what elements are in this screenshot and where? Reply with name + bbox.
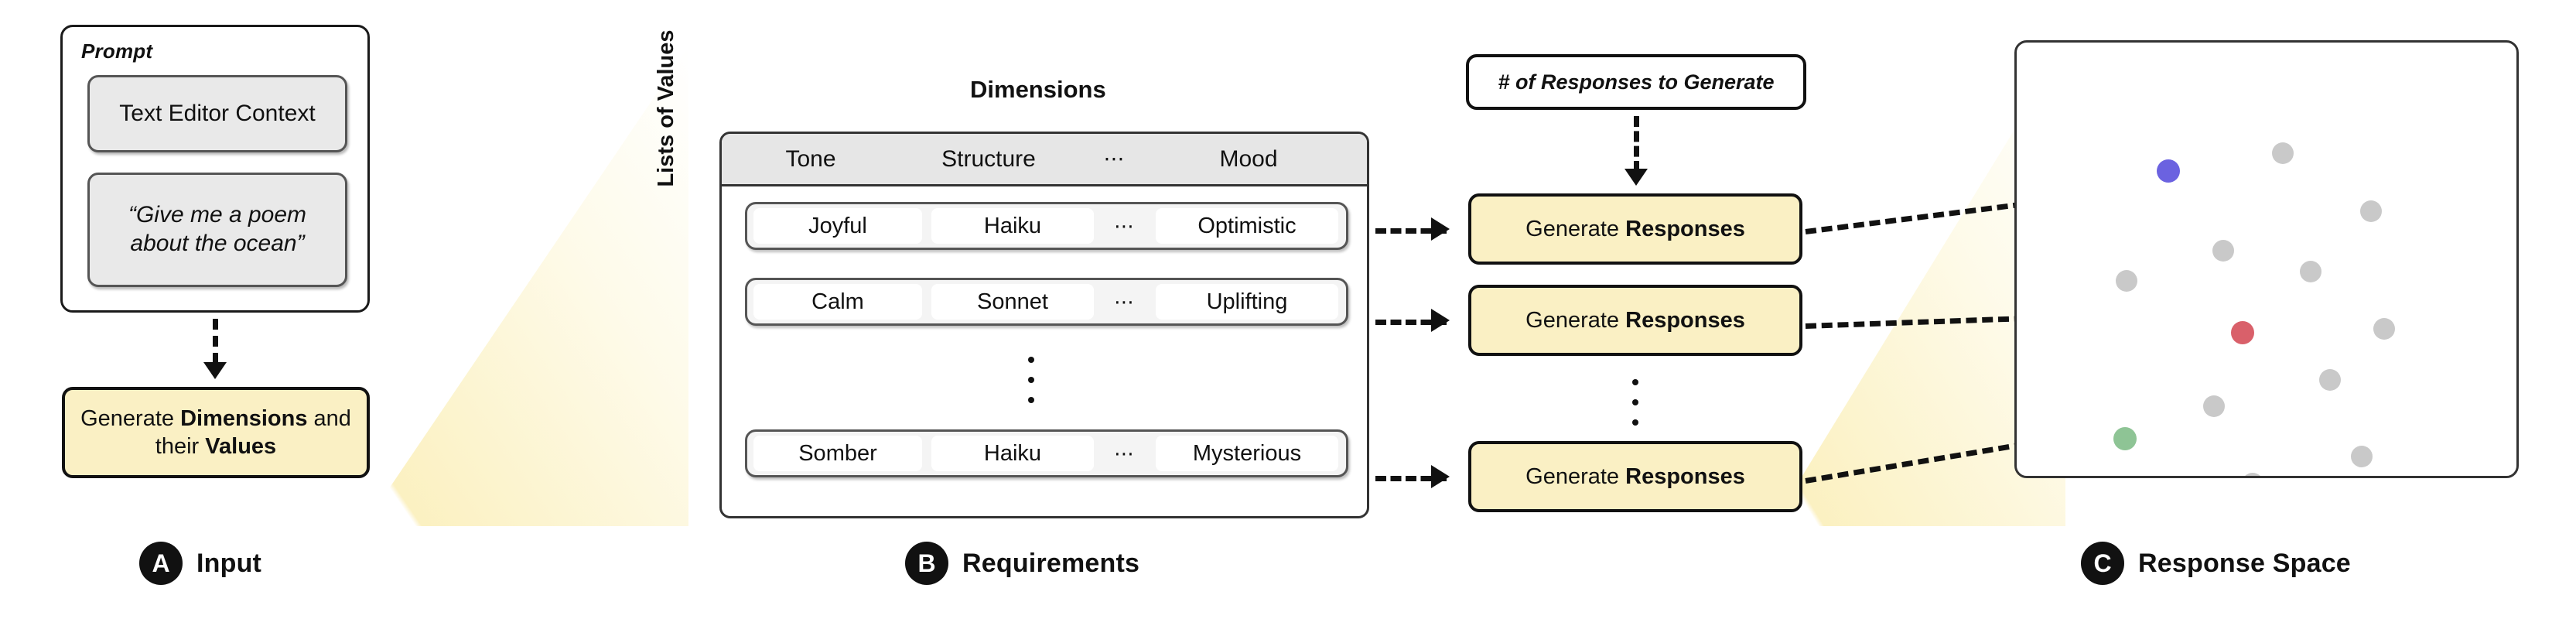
arrow-prompt-to-generate-head [203,362,227,379]
gr-bold: Responses [1625,216,1745,241]
table-vertical-ellipsis [1028,357,1034,403]
cell-mood: Uplifting [1156,284,1338,320]
section-input: Prompt Text Editor Context “Give me a po… [0,0,402,619]
gd-prefix: Generate [80,405,181,431]
lists-of-values-axis-label: Lists of Values [654,29,678,187]
response-dot[interactable] [2319,369,2341,391]
response-space-plot[interactable] [2014,40,2519,478]
cell-mood: Mysterious [1156,436,1338,471]
arrow-prompt-to-generate-line [213,319,218,364]
generate-responses-button[interactable]: Generate Responses [1468,441,1802,512]
response-dot-highlighted[interactable] [2113,427,2137,450]
prompt-card: Prompt Text Editor Context “Give me a po… [60,25,370,313]
arrow-numresp-to-gen-head [1625,169,1648,186]
response-dot[interactable] [2351,446,2373,467]
section-badge-c: C [2081,542,2124,585]
cell-ellipsis: ⋯ [1114,289,1136,313]
user-query-chip[interactable]: “Give me a poem about the ocean” [87,173,347,287]
gd-bold-dimensions: Dimensions [180,405,308,431]
generate-responses-label: Generate Responses [1525,215,1745,243]
yellow-fan-a [364,46,688,526]
section-badge-a: A [139,542,183,585]
section-label-a: A Input [139,542,261,585]
gr-bold: Responses [1625,463,1745,489]
column-header-structure: Structure [941,145,1036,172]
dimensions-title: Dimensions [970,76,1106,103]
cell-tone: Calm [753,284,922,320]
response-dot[interactable] [2212,240,2234,262]
cell-ellipsis: ⋯ [1114,214,1136,238]
num-responses-to-generate-field[interactable]: # of Responses to Generate [1466,54,1806,110]
table-row[interactable]: Calm Sonnet ⋯ Uplifting [745,278,1348,326]
cell-ellipsis: ⋯ [1114,441,1136,465]
user-query-label: “Give me a poem about the ocean” [128,202,307,256]
cell-structure: Sonnet [931,284,1094,320]
num-responses-label: # of Responses to Generate [1498,70,1775,94]
column-header-tone: Tone [785,145,836,172]
arrow-row0-to-gen0-line [1375,228,1447,234]
response-dot[interactable] [2242,473,2263,476]
text-editor-context-chip[interactable]: Text Editor Context [87,75,347,152]
table-row[interactable]: Joyful Haiku ⋯ Optimistic [745,202,1348,250]
column-header-ellipsis: ⋯ [1103,147,1126,170]
cell-structure: Haiku [931,436,1094,471]
cell-tone: Joyful [753,208,922,244]
generate-responses-vertical-ellipsis [1632,379,1638,426]
response-dot[interactable] [2360,200,2382,222]
arrow-row0-to-gen0-head [1431,217,1450,241]
response-dot[interactable] [2272,142,2294,164]
generate-responses-label: Generate Responses [1525,306,1745,334]
section-title-a: Input [196,548,262,578]
response-dot[interactable] [2300,261,2321,282]
gd-bold-values: Values [205,434,277,459]
arrow-row1-to-gen1-line [1375,320,1447,325]
generate-responses-button[interactable]: Generate Responses [1468,285,1802,356]
arrow-row2-to-gen2-line [1375,476,1447,481]
column-header-mood: Mood [1219,145,1278,172]
gr-bold: Responses [1625,307,1745,333]
cell-mood: Optimistic [1156,208,1338,244]
response-dot[interactable] [2116,270,2137,292]
gd-middle: and their [155,405,351,459]
generate-dimensions-label: Generate Dimensions and their Values [73,405,359,461]
arrow-numresp-to-gen-line [1634,116,1639,172]
gr-prefix: Generate [1525,216,1626,241]
generate-dimensions-button[interactable]: Generate Dimensions and their Values [62,387,370,478]
arrow-row1-to-gen1-head [1431,309,1450,332]
response-dot-highlighted[interactable] [2231,321,2254,344]
text-editor-context-label: Text Editor Context [119,101,316,126]
gr-prefix: Generate [1525,463,1626,489]
section-label-c: C Response Space [2081,542,2351,585]
gr-prefix: Generate [1525,307,1626,333]
response-dot-highlighted[interactable] [2157,159,2180,183]
dimensions-table: Tone Structure ⋯ Mood Joyful Haiku ⋯ Opt… [719,132,1369,518]
section-badge-b: B [905,542,948,585]
response-dot[interactable] [2373,318,2395,340]
prompt-title: Prompt [81,39,153,63]
table-row[interactable]: Somber Haiku ⋯ Mysterious [745,429,1348,477]
arrow-row2-to-gen2-head [1431,465,1450,488]
section-label-b: B Requirements [905,542,1139,585]
cell-structure: Haiku [931,208,1094,244]
response-dot[interactable] [2203,395,2225,417]
generate-responses-button[interactable]: Generate Responses [1468,193,1802,265]
generate-responses-label: Generate Responses [1525,463,1745,491]
section-title-c: Response Space [2138,548,2351,578]
section-title-b: Requirements [962,548,1140,578]
cell-tone: Somber [753,436,922,471]
table-header-row: Tone Structure ⋯ Mood [722,134,1367,186]
